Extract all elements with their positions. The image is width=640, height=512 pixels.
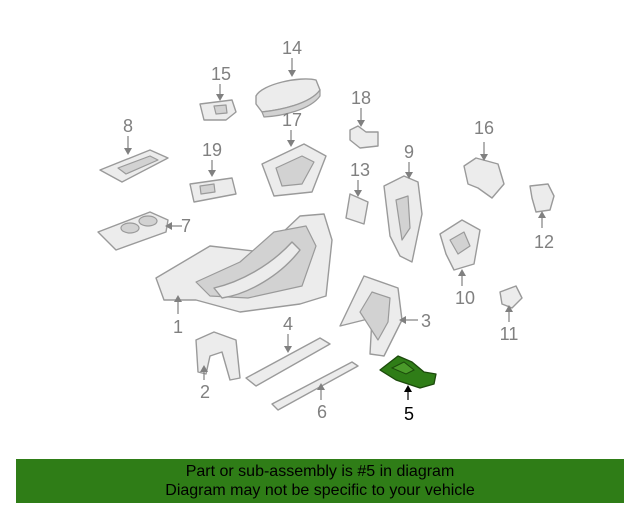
callout-7: 7: [181, 216, 191, 236]
part-19-switch-block[interactable]: [189, 160, 237, 203]
footer-banner: Part or sub-assembly is #5 in diagram Di…: [16, 459, 624, 503]
part-18-bracket[interactable]: [349, 108, 379, 149]
callout-19: 19: [202, 140, 222, 160]
callout-14: 14: [282, 38, 302, 58]
callout-11: 11: [500, 324, 519, 344]
part-11-clip[interactable]: [499, 285, 523, 322]
part-8-trim-panel[interactable]: [99, 136, 169, 183]
callout-1: 1: [173, 317, 183, 337]
callout-12: 12: [534, 232, 554, 252]
callout-9: 9: [404, 142, 414, 162]
callout-15: 15: [211, 64, 231, 84]
part-9-side-trim[interactable]: [383, 162, 423, 263]
part-2-bracket[interactable]: [195, 331, 241, 381]
footer-line-part-info: Part or sub-assembly is #5 in diagram: [185, 463, 455, 480]
callout-3: 3: [421, 311, 431, 331]
part-16-bracket[interactable]: [463, 142, 505, 199]
part-5-highlighted[interactable]: [379, 355, 437, 400]
callout-18: 18: [351, 88, 371, 108]
callout-2: 2: [200, 382, 210, 402]
callout-8: 8: [123, 116, 133, 136]
part-13-plate[interactable]: [345, 180, 369, 225]
callout-10: 10: [455, 288, 475, 308]
part-3-side-panel[interactable]: [339, 275, 418, 357]
part-12-clip[interactable]: [529, 183, 555, 228]
part-14-armrest-lid[interactable]: [255, 58, 321, 118]
part-7-cup-holder[interactable]: [97, 211, 182, 251]
callout-6: 6: [317, 402, 327, 422]
callout-13: 13: [350, 160, 370, 180]
parts-diagram: 14 15 17 18 8 19 1: [97, 38, 555, 424]
callout-16: 16: [474, 118, 494, 138]
callout-5: 5: [404, 404, 414, 424]
footer-line-disclaimer: Diagram may not be specific to your vehi…: [165, 482, 475, 499]
part-10-bracket[interactable]: [439, 219, 481, 286]
part-17-storage-bin[interactable]: [261, 130, 327, 197]
part-15-switch[interactable]: [199, 84, 237, 121]
part-4-strip[interactable]: [245, 334, 331, 387]
callout-17: 17: [282, 110, 302, 130]
part-6-trim-strip[interactable]: [271, 361, 359, 411]
part-1-console[interactable]: [155, 213, 333, 314]
callout-4: 4: [283, 314, 293, 334]
